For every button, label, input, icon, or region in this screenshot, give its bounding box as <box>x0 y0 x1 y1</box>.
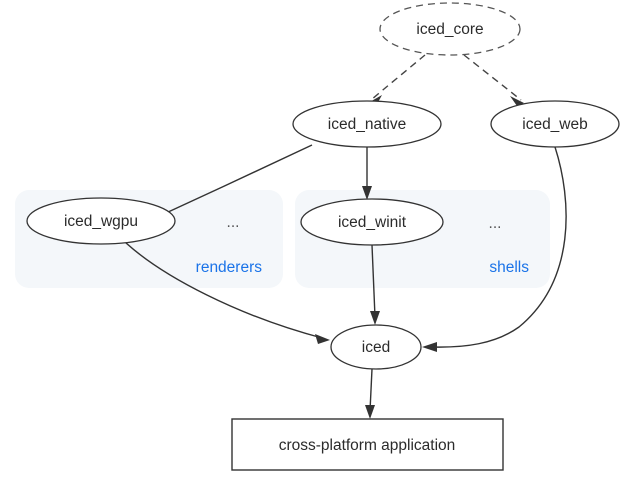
edge-iced-core-to-iced-web-line <box>463 54 522 101</box>
node-iced-web[interactable]: iced_web <box>490 100 620 148</box>
edge-iced-to-application-line <box>369 368 373 412</box>
edge-iced-web-to-iced <box>422 146 567 352</box>
node-iced-wgpu[interactable]: iced_wgpu <box>26 197 176 245</box>
node-iced-wgpu-label: iced_wgpu <box>64 213 138 230</box>
edge-iced-web-to-iced-line <box>429 146 567 348</box>
node-iced-native[interactable]: iced_native <box>292 100 442 148</box>
edge-iced-native-to-iced-wgpu-line <box>152 144 313 220</box>
node-iced-web-label: iced_web <box>522 116 588 133</box>
node-iced-shape[interactable] <box>330 324 422 370</box>
node-iced-core-label: iced_core <box>416 21 483 38</box>
node-iced-native-shape[interactable] <box>292 100 442 148</box>
edge-iced-native-to-iced-winit <box>362 145 372 200</box>
node-iced-native-label: iced_native <box>328 116 406 133</box>
edge-iced-winit-to-iced-arrowhead <box>370 311 380 325</box>
cluster-shells-ellipsis: ... <box>489 215 502 232</box>
node-iced-web-shape[interactable] <box>490 100 620 148</box>
node-iced-core-shape[interactable] <box>379 2 521 56</box>
cluster-shells-label: shells <box>489 259 529 276</box>
edge-iced-winit-to-iced <box>370 244 380 325</box>
edge-iced-wgpu-to-iced <box>124 241 330 344</box>
edge-iced-to-application <box>365 368 375 419</box>
edge-iced-core-to-iced-native-line <box>370 54 426 101</box>
node-cross-platform-application-label: cross-platform application <box>279 437 456 454</box>
edge-iced-native-to-iced-winit-arrowhead <box>362 186 372 200</box>
node-iced-core[interactable]: iced_core <box>379 2 521 56</box>
edge-iced-core-to-iced-web <box>463 54 524 106</box>
node-iced-winit-shape[interactable] <box>300 198 444 246</box>
edge-iced-wgpu-to-iced-line <box>124 241 323 339</box>
node-iced-label: iced <box>362 339 390 356</box>
node-iced[interactable]: iced <box>330 324 422 370</box>
edge-iced-core-to-iced-native <box>368 54 426 106</box>
node-cross-platform-application[interactable]: cross-platform application <box>231 418 504 471</box>
node-iced-wgpu-shape[interactable] <box>26 197 176 245</box>
edge-iced-web-to-iced-arrowhead <box>422 342 437 352</box>
node-cross-platform-application-shape[interactable] <box>231 418 504 471</box>
cluster-renderers-ellipsis: ... <box>227 214 240 231</box>
edge-iced-wgpu-to-iced-arrowhead <box>315 334 330 344</box>
node-iced-winit-label: iced_winit <box>338 214 407 231</box>
edge-iced-winit-to-iced-line <box>371 244 376 318</box>
cluster-renderers-label: renderers <box>196 259 263 276</box>
edge-iced-core-to-iced-web-arrowhead <box>510 96 524 106</box>
node-iced-winit[interactable]: iced_winit <box>300 198 444 246</box>
edge-iced-to-application-arrowhead <box>365 405 375 419</box>
